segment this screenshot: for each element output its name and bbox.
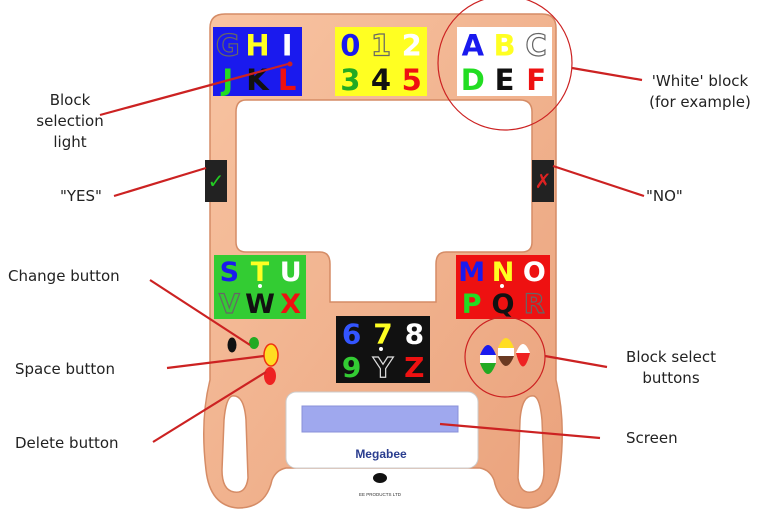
- letter-G: G: [216, 28, 240, 62]
- block-select-label-line1: Block select: [606, 347, 736, 368]
- letter-1: 1: [371, 28, 391, 62]
- letter-0: 0: [340, 28, 360, 62]
- block-selection-light-label-line1: Block: [22, 90, 118, 111]
- block-select-label: Block select buttons: [606, 347, 736, 389]
- callout-line-no: [553, 166, 644, 196]
- letter-O: O: [523, 257, 546, 288]
- block-selection-light-red: [500, 284, 504, 288]
- letter-P: P: [462, 289, 482, 320]
- letter-W: W: [245, 289, 275, 320]
- letter-E: E: [495, 63, 515, 97]
- letter-D: D: [461, 63, 485, 97]
- yes-check-icon: ✓: [208, 169, 225, 193]
- maker-text: EE PRODUCTS LTD: [359, 492, 402, 497]
- letter-3: 3: [340, 63, 360, 97]
- letter-B: B: [493, 28, 515, 62]
- letter-9: 9: [342, 351, 361, 384]
- delete-button-label: Delete button: [15, 433, 119, 454]
- letter-H: H: [245, 28, 269, 62]
- letter-X: X: [280, 289, 301, 320]
- letter-L: L: [278, 63, 296, 97]
- white-block-label: 'White' block (for example): [634, 71, 766, 113]
- letter-S: S: [220, 257, 239, 288]
- callout-line-yes: [114, 168, 206, 196]
- letter-C: C: [526, 28, 547, 62]
- callout-line-white-block: [572, 68, 642, 80]
- letter-R: R: [524, 289, 545, 320]
- change-button[interactable]: [249, 337, 259, 349]
- display-screen: [302, 406, 458, 432]
- block-selection-light-black: [379, 347, 383, 351]
- letter-6: 6: [342, 317, 361, 350]
- device-name: Megabee: [355, 447, 407, 461]
- letter-Z: Z: [404, 351, 424, 384]
- letter-7: 7: [373, 317, 392, 350]
- letter-Q: Q: [492, 289, 515, 320]
- letter-U: U: [280, 257, 302, 288]
- letter-T: T: [251, 257, 270, 288]
- delete-button[interactable]: [264, 367, 276, 385]
- letter-A: A: [462, 28, 485, 62]
- letter-8: 8: [405, 317, 424, 350]
- block-selection-light-green: [258, 284, 262, 288]
- letter-I: I: [282, 28, 293, 62]
- letter-Y: Y: [372, 351, 394, 384]
- yes-label: "YES": [60, 186, 102, 207]
- letter-2: 2: [402, 28, 422, 62]
- block-selection-light-label: Block selection light: [22, 90, 118, 153]
- letter-4: 4: [371, 63, 391, 97]
- side-black-button[interactable]: [228, 338, 237, 353]
- letter-M: M: [458, 257, 485, 288]
- letter-F: F: [526, 63, 546, 97]
- block-selection-light-label-line3: light: [22, 132, 118, 153]
- mount-hole: [373, 473, 387, 483]
- space-button[interactable]: [264, 344, 278, 366]
- white-block-label-line2: (for example): [634, 92, 766, 113]
- no-label: "NO": [646, 186, 683, 207]
- screen-label: Screen: [626, 428, 678, 449]
- letter-5: 5: [402, 63, 422, 97]
- block-selection-light-label-line2: selection: [22, 111, 118, 132]
- space-button-label: Space button: [15, 359, 115, 380]
- letter-V: V: [219, 289, 240, 320]
- no-cross-icon: ✗: [535, 169, 552, 193]
- white-block-label-line1: 'White' block: [634, 71, 766, 92]
- change-button-label: Change button: [8, 266, 120, 287]
- letter-N: N: [492, 257, 515, 288]
- block-select-label-line2: buttons: [606, 368, 736, 389]
- letter-K: K: [246, 63, 270, 97]
- callout-dot-block-light: [288, 62, 293, 67]
